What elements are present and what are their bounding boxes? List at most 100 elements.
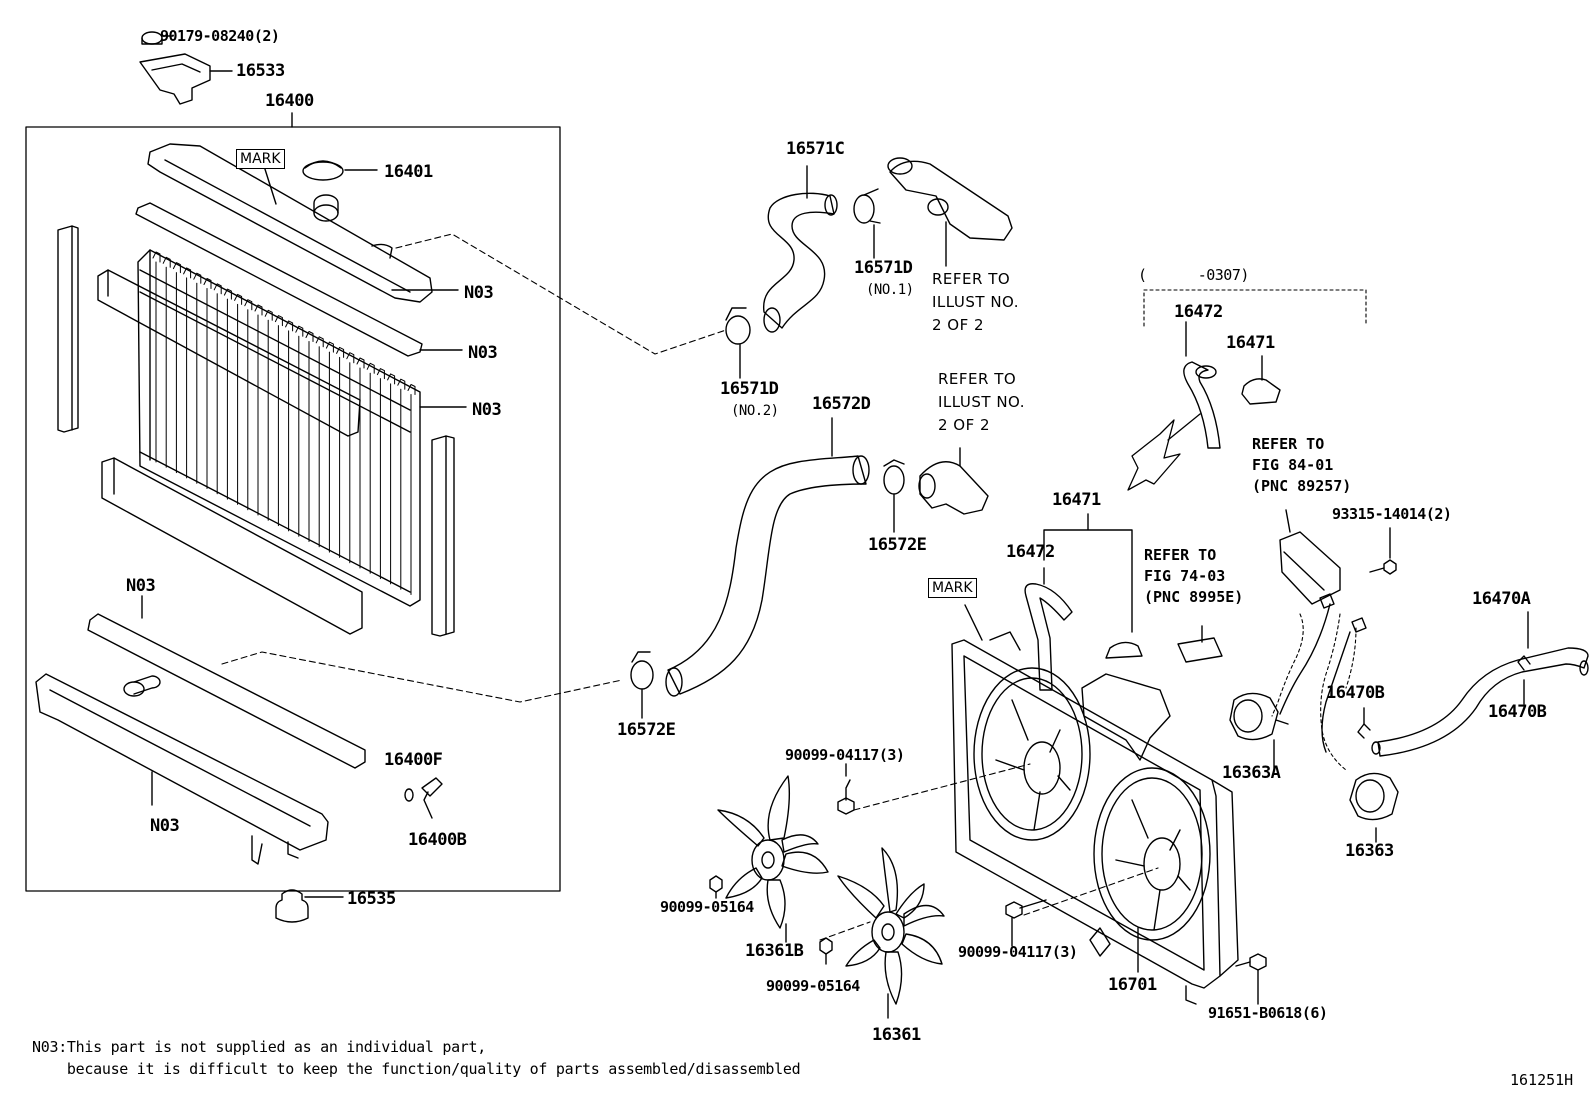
clip-16470b-2-drawing bbox=[1518, 656, 1530, 704]
fan-16361b-drawing bbox=[718, 776, 828, 942]
mark-leader-2 bbox=[965, 605, 982, 640]
part-label-16472: 16472 bbox=[1006, 542, 1055, 562]
part-label-90099-04117-upper: 90099-04117(3) bbox=[785, 746, 905, 764]
core-fin-top bbox=[388, 374, 395, 384]
dashed-fan-2 bbox=[820, 922, 870, 940]
radiator-cap-drawing bbox=[303, 161, 377, 180]
lower-tank-drawing bbox=[36, 674, 328, 864]
core-fin-top bbox=[306, 332, 313, 342]
part-label-16471: 16471 bbox=[1052, 490, 1101, 510]
wire-harness-drawing bbox=[1272, 614, 1356, 770]
range-bracket bbox=[1144, 290, 1366, 326]
part-label-16572e-lower: 16572E bbox=[617, 720, 676, 740]
refer-note-inlet: REFER TO ILLUST NO. 2 OF 2 bbox=[938, 370, 1026, 434]
fan-relay-drawing bbox=[1280, 510, 1340, 604]
hose-16472-upper-drawing bbox=[1184, 322, 1220, 448]
core-fin-top bbox=[347, 353, 354, 363]
part-label-90099-04117-lower: 90099-04117(3) bbox=[958, 943, 1078, 961]
core-fin-top bbox=[194, 273, 201, 283]
bolt-91651-drawing bbox=[1236, 954, 1266, 1004]
nut-90099-05164-a-drawing bbox=[710, 876, 722, 898]
core-fin-top bbox=[408, 385, 415, 395]
clip-16572e-2-drawing bbox=[631, 652, 653, 718]
part-label-16572e-upper: 16572E bbox=[868, 535, 927, 555]
part-label-90099-05164-right: 90099-05164 bbox=[766, 977, 860, 995]
group-bracket-16471 bbox=[1044, 514, 1132, 632]
upper-gasket-drawing bbox=[136, 203, 422, 356]
core-fin-top bbox=[173, 263, 180, 273]
clip-16470b-1-drawing bbox=[1358, 708, 1370, 738]
core-top-strip bbox=[98, 270, 360, 436]
clip-16571d-2-drawing bbox=[726, 308, 750, 378]
clip-16572e-1-drawing bbox=[884, 460, 904, 532]
core-fin-top bbox=[184, 268, 191, 278]
core-fin-top bbox=[214, 284, 221, 294]
upper-tank-drawing bbox=[148, 144, 458, 302]
core-fin-top bbox=[377, 369, 384, 379]
part-label-16571d-no1: 16571D bbox=[854, 258, 913, 278]
part-note-no1: (NO.1) bbox=[866, 282, 914, 298]
dashed-connector-lower bbox=[222, 652, 622, 702]
part-label-16470a: 16470A bbox=[1472, 589, 1531, 609]
core-fin-top bbox=[245, 300, 252, 310]
fan-16361-drawing bbox=[838, 848, 944, 1018]
direction-arrow bbox=[1128, 414, 1200, 490]
mark-leader-1 bbox=[264, 166, 276, 204]
radiator-group-frame bbox=[26, 127, 560, 891]
model-range-note: ( -0307) bbox=[1138, 266, 1249, 284]
footnote-line-1: N03:This part is not supplied as an indi… bbox=[32, 1038, 487, 1056]
core-fin-top bbox=[296, 326, 303, 336]
reservoir-cap-drawing bbox=[1106, 642, 1142, 658]
part-label-16400b: 16400B bbox=[408, 830, 467, 850]
core-fin-top bbox=[337, 347, 344, 357]
connectors bbox=[1320, 594, 1366, 632]
core-fin-top bbox=[316, 337, 323, 347]
radiator-core-drawing bbox=[138, 250, 420, 606]
part-label-16401: 16401 bbox=[384, 162, 433, 182]
left-side-bracket bbox=[58, 226, 78, 432]
hose-16470a-drawing bbox=[1372, 612, 1588, 756]
sticker-8995e-drawing bbox=[1178, 638, 1222, 662]
part-label-16361: 16361 bbox=[872, 1025, 921, 1045]
motor-16363a-drawing bbox=[1230, 693, 1288, 770]
bolt-90099-04117-b-drawing bbox=[1006, 900, 1046, 946]
bolt-93315-drawing bbox=[1370, 528, 1396, 574]
part-label-16363a: 16363A bbox=[1222, 763, 1281, 783]
core-fin-top bbox=[357, 358, 364, 368]
wire-harness-solid bbox=[1280, 604, 1350, 752]
part-label-16400: 16400 bbox=[265, 91, 314, 111]
cap-16471-upper-drawing bbox=[1242, 356, 1280, 404]
part-label-n03-lower-gasket: N03 bbox=[126, 576, 156, 596]
drain-cock-drawing bbox=[405, 778, 442, 818]
core-fin-top bbox=[398, 379, 405, 389]
footnote-line-2: because it is difficult to keep the func… bbox=[32, 1060, 801, 1078]
part-label-16363: 16363 bbox=[1345, 841, 1394, 861]
core-bottom-strip bbox=[102, 458, 362, 634]
core-fin-top bbox=[235, 294, 242, 304]
bolt-90099-04117-a-drawing bbox=[838, 764, 854, 814]
part-label-16535: 16535 bbox=[347, 889, 396, 909]
cushion-16535-drawing bbox=[276, 890, 343, 922]
refer-note-outlet: REFER TO ILLUST NO. 2 OF 2 bbox=[932, 270, 1020, 334]
part-label-16470b-right: 16470B bbox=[1488, 702, 1547, 722]
core-fin-top bbox=[275, 316, 282, 326]
part-label-91651-b0618: 91651-B0618(6) bbox=[1208, 1004, 1328, 1022]
part-label-16533: 16533 bbox=[236, 61, 285, 81]
upper-hose-drawing bbox=[764, 166, 837, 332]
fan-shroud-drawing bbox=[952, 632, 1238, 1004]
water-inlet-drawing bbox=[919, 448, 988, 514]
part-label-16572d: 16572D bbox=[812, 394, 871, 414]
dashed-connector-upper bbox=[396, 234, 726, 354]
water-outlet-drawing bbox=[888, 158, 1012, 266]
part-label-n03-upper-tank: N03 bbox=[464, 283, 494, 303]
nut-90099-05164-b-drawing bbox=[820, 938, 832, 964]
core-fin-top bbox=[153, 252, 160, 262]
dashed-fan-upper bbox=[854, 764, 1030, 810]
core-fin-top bbox=[367, 363, 374, 373]
part-label-16571c: 16571C bbox=[786, 139, 845, 159]
core-fin-top bbox=[286, 321, 293, 331]
figure-id: 161251H bbox=[1510, 1071, 1574, 1089]
part-label-n03-lower-tank: N03 bbox=[150, 816, 180, 836]
core-fin-top bbox=[326, 342, 333, 352]
